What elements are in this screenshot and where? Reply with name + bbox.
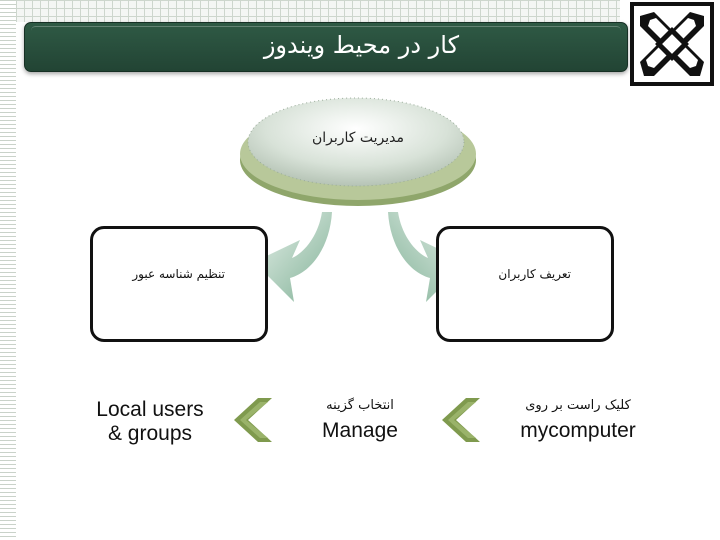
step-2-en: Manage: [295, 418, 425, 444]
center-node: مدیریت کاربران: [236, 90, 480, 212]
decorative-left-strip: [0, 0, 16, 540]
chevron-left-icon: [228, 396, 274, 444]
step-local-users: Local users & groups: [80, 398, 220, 446]
right-node-box: تعریف کاربران: [436, 226, 614, 342]
step-right-click: کلیک راست بر روی mycomputer: [498, 398, 658, 444]
logo-icon: [630, 2, 714, 86]
step-manage: انتخاب گزینه Manage: [295, 398, 425, 444]
left-node-box: تنظیم شناسه عبور: [90, 226, 268, 342]
step-1-fa: کلیک راست بر روی: [498, 398, 658, 418]
slide-title: کار در محیط ویندوز: [264, 31, 459, 59]
decorative-top-grid: [16, 0, 620, 22]
right-node-label: تعریف کاربران: [498, 267, 571, 281]
left-node-label: تنظیم شناسه عبور: [132, 267, 225, 281]
step-3-line2: & groups: [80, 422, 220, 446]
title-bar: کار در محیط ویندوز: [24, 22, 628, 72]
center-node-label: مدیریت کاربران: [236, 130, 480, 146]
chevron-left-icon: [436, 396, 482, 444]
step-2-fa: انتخاب گزینه: [295, 398, 425, 418]
center-node-shape: [236, 90, 480, 212]
step-1-en: mycomputer: [498, 418, 658, 444]
step-3-line1: Local users: [80, 398, 220, 422]
